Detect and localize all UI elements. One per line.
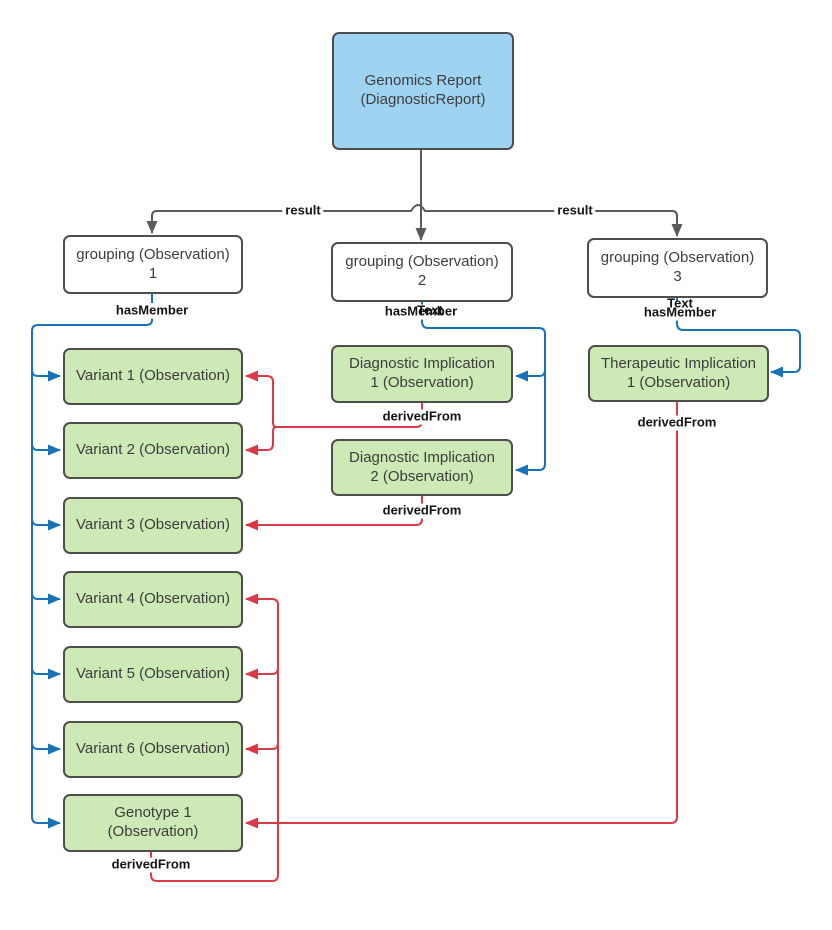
node-variant-5: Variant 5 (Observation) (63, 646, 243, 703)
edge-hasmember2-to-diagnostic2 (421, 318, 546, 476)
node-label: Variant 2 (Observation) (76, 441, 230, 459)
node-label: 3 (673, 268, 682, 285)
edge-hasmember1-to-genotype (31, 317, 153, 829)
node-label: 2 (417, 272, 427, 289)
node-label: grouping (Observation) (345, 253, 499, 271)
edge-derivedfrom-di1-to-variant1 (245, 370, 278, 428)
edge-label-text-2: Text (417, 302, 443, 318)
node-label: Variant 6 (Observation) (76, 740, 230, 758)
node-therapeutic-implication-1: Therapeutic Implication 1 (Observation) (588, 345, 769, 402)
node-variant-1: Variant 1 (Observation) (63, 348, 243, 405)
edge-result-horizontal (151, 204, 678, 217)
edge-hasmember1-to-variant5 (31, 667, 61, 680)
edge-label-hasmember-3: hasMember (640, 305, 720, 321)
node-diagnostic-implication-1: Diagnostic Implication 1 (Observation) (331, 345, 513, 403)
node-grouping-2: grouping (Observation) 2 (331, 242, 513, 302)
node-label: 1 (Observation) (626, 373, 731, 391)
edge-hasmember3-to-therapeutic1 (676, 320, 801, 378)
node-label: (DiagnosticReport) (360, 91, 486, 108)
edge-label-derivedfrom-geno: derivedFrom (108, 857, 194, 873)
node-label: Diagnostic Implication (349, 355, 495, 373)
node-label: 1 (Observation) (370, 374, 474, 391)
edge-label-derivedfrom-ti1: derivedFrom (634, 415, 720, 431)
node-label: 1 (148, 264, 158, 282)
node-label: Diagnostic Implication (349, 448, 495, 466)
node-variant-2: Variant 2 (Observation) (63, 422, 243, 479)
node-variant-4: Variant 4 (Observation) (63, 571, 243, 628)
edge-hasmember1-to-variant6 (31, 742, 61, 755)
edge-derivedfrom-di2-to-variant3 (245, 496, 423, 531)
node-grouping-3: grouping (Observation) 3 (587, 238, 768, 298)
edge-derivedfrom-di1-to-variant2 (245, 426, 278, 456)
edge-label-hasmember-2: hasMember (381, 304, 461, 320)
edge-label-derivedfrom-di1: derivedFrom (379, 409, 465, 425)
node-genotype-1: Genotype 1 (Observation) (63, 794, 243, 852)
edge-label-derivedfrom-di2: derivedFrom (379, 503, 465, 519)
node-diagnostic-implication-2: Diagnostic Implication 2 (Observation) (331, 439, 513, 496)
edge-hasmember1-to-variant1 (31, 369, 61, 382)
node-genomics-report: Genomics Report (DiagnosticReport) (332, 32, 514, 150)
node-label: Variant 3 (Observation) (76, 516, 230, 534)
node-label: Variant 1 (Observation) (76, 367, 230, 385)
edge-label-result-right: result (554, 203, 596, 219)
node-label: Genomics Report (364, 72, 482, 90)
edge-derivedfrom-geno-to-variant4 (150, 593, 279, 882)
node-label: Therapeutic Implication (600, 354, 757, 372)
node-label: (Observation) (107, 823, 199, 840)
edge-label-text-3: Text (667, 295, 693, 311)
node-label: 2 (Observation) (370, 467, 474, 485)
node-variant-6: Variant 6 (Observation) (63, 721, 243, 778)
edge-label-result-left: result (282, 203, 324, 219)
edge-derivedfrom-geno-to-variant5 (245, 667, 279, 680)
node-variant-3: Variant 3 (Observation) (63, 497, 243, 554)
node-label: Genotype 1 (114, 804, 192, 822)
node-label: Variant 4 (Observation) (76, 590, 230, 608)
node-grouping-1: grouping (Observation) 1 (63, 235, 243, 294)
edge-hasmember1-to-variant3 (31, 518, 61, 531)
edge-hasmember1-to-variant4 (31, 592, 61, 605)
edge-hasmember2-to-diagnostic1 (515, 369, 546, 382)
node-label: grouping (Observation) (600, 249, 755, 267)
node-label: grouping (Observation) (76, 245, 230, 263)
edge-hasmember1-to-variant2 (31, 443, 61, 456)
node-label: Variant 5 (Observation) (76, 665, 230, 683)
edge-derivedfrom-ti1-to-genotype (245, 402, 678, 829)
edge-derivedfrom-geno-to-variant6 (245, 742, 279, 755)
edge-label-hasmember-1: hasMember (112, 303, 192, 319)
